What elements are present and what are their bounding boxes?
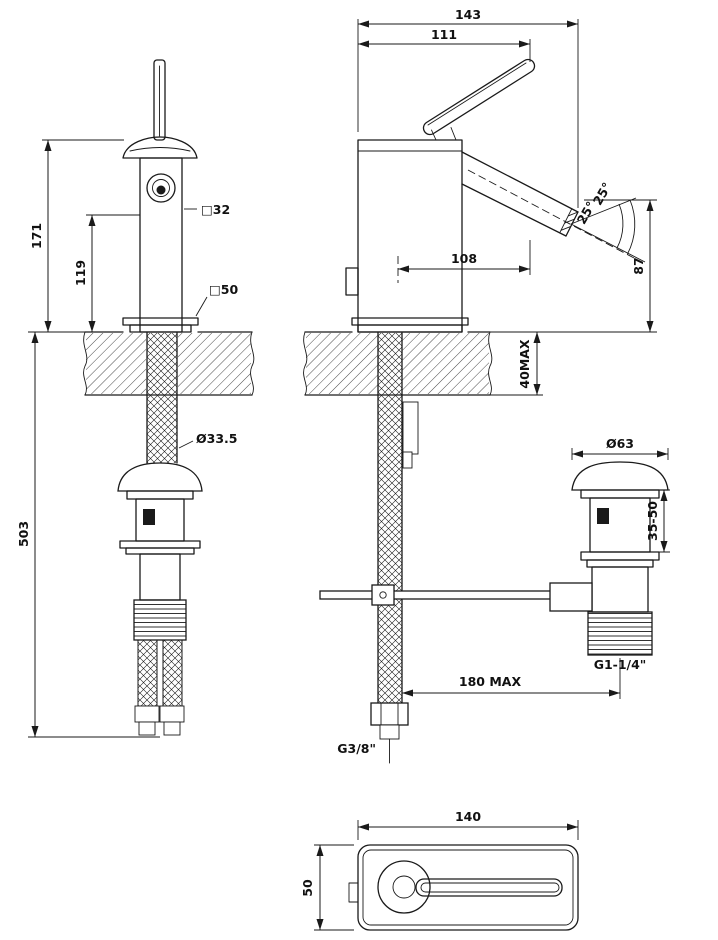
side-view-control-circle [146, 173, 176, 203]
side-view-base-plate [122, 317, 199, 333]
dim-label-hose-projection: 180 MAX [459, 674, 522, 689]
side-view-dimension-lines [28, 139, 208, 738]
dim-label-plan-length: 140 [455, 809, 481, 824]
front-view-angle-annotation [570, 197, 646, 263]
dim-label-spout-reach: 108 [451, 251, 477, 266]
plan-view-outline [348, 844, 579, 931]
side-view-shank-hose [146, 332, 178, 464]
front-view-popup-rod [319, 584, 553, 606]
side-view-cap [122, 136, 198, 159]
side-view-drain [117, 462, 203, 736]
front-view-supply-hose [377, 332, 419, 704]
front-view-handle [422, 58, 536, 141]
dim-label-handle-width: 111 [431, 27, 457, 42]
dim-label-height-below-deck: 503 [16, 521, 31, 547]
front-view-body [345, 139, 469, 333]
dim-label-waste-cap-diameter: Ø63 [606, 436, 634, 451]
dim-label-base-section: □50 [209, 282, 239, 297]
dim-label-deck-thickness: 40MAX [517, 339, 532, 389]
front-view-spout [461, 151, 635, 259]
dim-label-overall-width: 143 [455, 7, 481, 22]
front-view-supply-nut [370, 702, 409, 764]
front-view-drain [549, 461, 669, 656]
side-view-deck [83, 331, 255, 396]
front-view-dimension-lines [357, 19, 670, 699]
front-view: 143 111 108 87 25° 25° 40MAX Ø63 35-50 G… [303, 7, 670, 764]
dim-label-height-above-deck: 171 [29, 223, 44, 249]
plan-view-dimension-lines [314, 820, 579, 931]
dim-label-outlet-height: 87 [631, 257, 646, 274]
dim-label-waste-adjustment: 35-50 [645, 501, 660, 541]
front-view-deck [303, 331, 493, 396]
dim-label-supply-thread: G3/8" [337, 741, 376, 756]
side-view-lever [153, 59, 166, 141]
plan-view-lever-bar [415, 878, 563, 897]
dim-label-spout-height: 119 [73, 260, 88, 286]
plan-view-handle-hub [377, 860, 431, 914]
dim-label-plan-width: 50 [300, 879, 315, 897]
dim-label-body-section: □32 [201, 202, 230, 217]
dim-label-shank-diameter: Ø33.5 [196, 431, 237, 446]
side-view: 171 119 □32 □50 Ø33.5 503 [16, 59, 255, 738]
side-view-body [139, 157, 183, 333]
dim-label-waste-thread: G1-1/4" [594, 657, 647, 672]
plan-view: 140 50 [300, 809, 579, 931]
